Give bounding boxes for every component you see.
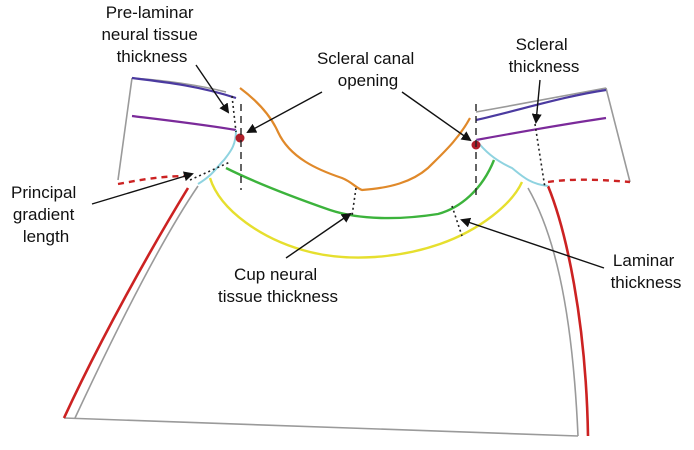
prelaminar-arrow <box>195 64 230 114</box>
left-sclera-outline <box>117 77 227 181</box>
right-canal-wall <box>475 139 549 187</box>
bottom-outline <box>63 417 579 437</box>
laminar-thickness-measure <box>451 205 463 237</box>
left-sclera-bottom-dashed <box>117 174 189 186</box>
cup-neural-label: Cup neural tissue thickness <box>218 265 338 306</box>
right-sclera-top-boundary <box>475 88 607 122</box>
right-sclera-outline <box>475 87 631 183</box>
scleral-thickness-label: Scleral thickness <box>509 35 580 76</box>
right-pia <box>546 185 590 437</box>
right-sclera-bottom-dashed <box>547 178 631 184</box>
cup-boundary <box>225 159 496 220</box>
left-canal-opening-marker <box>235 133 245 143</box>
cup-neural-arrow <box>285 212 352 259</box>
scleral-thickness-arrow <box>531 79 542 124</box>
principal-gradient-label: Principal gradient length <box>11 183 81 246</box>
principal-gradient-measure <box>189 161 231 181</box>
laminar-label: Laminar thickness <box>611 251 682 292</box>
right-nerve-outline <box>527 187 579 437</box>
laminar-arrow <box>460 217 605 269</box>
left-nerve-outline <box>74 185 199 419</box>
cup-neural-thickness-measure <box>351 187 357 217</box>
prelaminar-label: Pre-laminar neural tissue thickness <box>101 3 202 66</box>
canal-opening-arrow-left <box>246 91 323 133</box>
principal-gradient-arrow <box>91 171 194 205</box>
left-sclera-top-boundary <box>131 76 237 100</box>
left-canal-wall <box>197 129 237 185</box>
scleral-thickness-measure <box>534 123 546 189</box>
prelaminar-thickness-measure <box>231 95 237 133</box>
scleral-canal-label: Scleral canal opening <box>317 49 419 90</box>
lamina-posterior-boundary <box>208 177 524 259</box>
canal-opening-arrow-right <box>401 91 472 142</box>
left-pia <box>62 187 190 419</box>
right-sclera-inner-boundary <box>475 116 607 142</box>
prelaminar-surface <box>239 87 471 192</box>
left-sclera-inner-boundary <box>131 114 237 132</box>
